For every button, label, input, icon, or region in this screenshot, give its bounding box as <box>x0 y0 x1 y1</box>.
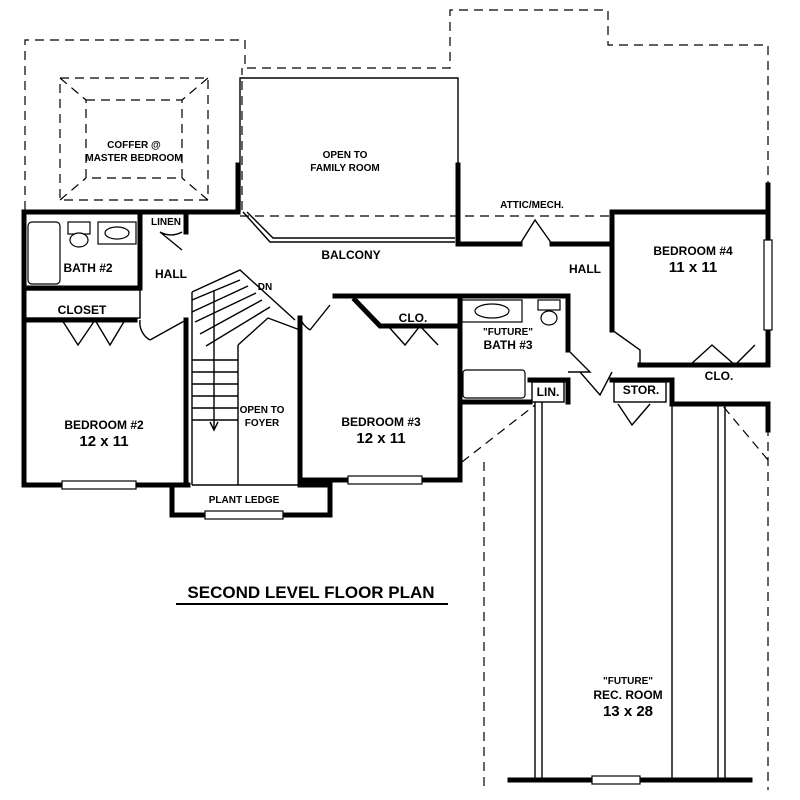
fixtures <box>23 221 667 403</box>
hall-left-label: HALL <box>155 267 187 281</box>
clo-bed3-label: CLO. <box>399 311 428 325</box>
stor-label: STOR. <box>623 383 659 397</box>
open-family-label-2: FAMILY ROOM <box>310 163 379 174</box>
plan-title: SECOND LEVEL FLOOR PLAN <box>187 583 434 602</box>
dn-label: DN <box>258 282 272 293</box>
closet-label: CLOSET <box>58 303 107 317</box>
bedroom3-name: BEDROOM #3 <box>341 415 421 429</box>
lin-label: LIN. <box>537 385 560 399</box>
rec-room-label: REC. ROOM <box>593 688 662 702</box>
rec-room-posts <box>534 402 726 780</box>
clo-bed4-label: CLO. <box>705 369 734 383</box>
bath3-label-2: BATH #3 <box>483 338 532 352</box>
doors <box>61 218 756 427</box>
open-family-label: OPEN TO <box>323 150 368 161</box>
coffer-label-2: MASTER BEDROOM <box>85 153 182 164</box>
bedroom4-name: BEDROOM #4 <box>653 244 733 258</box>
windows <box>61 239 773 785</box>
roof-outline <box>24 9 769 790</box>
bedroom3-size: 12 x 11 <box>356 430 405 447</box>
rec-room-future: "FUTURE" <box>603 676 653 687</box>
bedroom2-name: BEDROOM #2 <box>64 418 144 432</box>
bath2-label: BATH #2 <box>63 261 112 275</box>
bedroom2-size: 12 x 11 <box>79 433 128 450</box>
rec-room-size: 13 x 28 <box>603 703 653 720</box>
attic-label: ATTIC/MECH. <box>500 200 564 211</box>
open-to-family-room-area <box>239 77 459 243</box>
hall-right-label: HALL <box>569 262 601 276</box>
bedroom4-size: 11 x 11 <box>669 259 717 276</box>
open-foyer-label: OPEN TO <box>240 405 285 416</box>
bath3-label: "FUTURE" <box>483 327 533 338</box>
linen-label: LINEN <box>151 217 181 228</box>
coffer-label: COFFER @ <box>107 140 161 151</box>
open-foyer-label-2: FOYER <box>245 418 280 429</box>
stairs <box>191 269 301 486</box>
plant-ledge-label: PLANT LEDGE <box>209 495 280 506</box>
balcony-label: BALCONY <box>321 248 380 262</box>
